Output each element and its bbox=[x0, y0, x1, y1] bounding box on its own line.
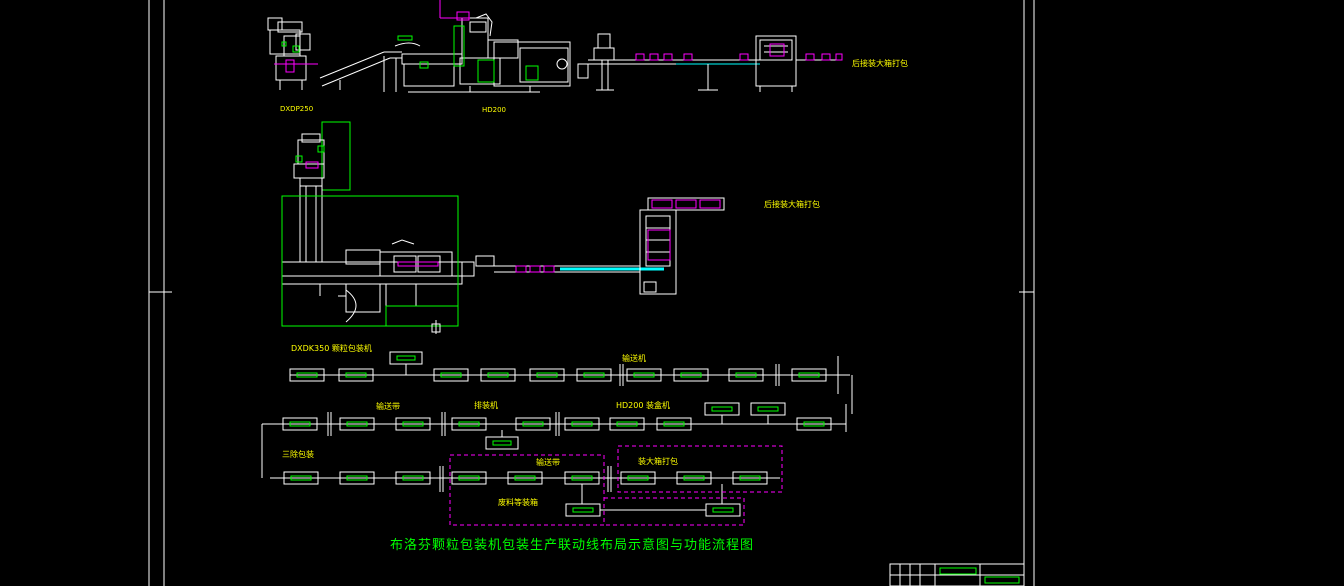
label-flow-conveyor-1: 输送机 bbox=[622, 354, 646, 363]
top-line-filler bbox=[267, 17, 318, 90]
label-flow-boxer: 装大箱打包 bbox=[638, 457, 678, 466]
flow-chart-inner-marks bbox=[289, 355, 825, 513]
label-flow-packer: 三除包装 bbox=[282, 450, 314, 459]
label-flow-sorter: 排装机 bbox=[474, 401, 498, 410]
top-line-cartoner bbox=[401, 0, 571, 93]
mid-line-elevator bbox=[293, 121, 351, 263]
label-top-right-machine: 后接装大箱打包 bbox=[852, 59, 908, 68]
top-line-case-packer bbox=[755, 35, 843, 92]
label-model-top-left: DXDP250 bbox=[280, 105, 314, 113]
flow-chart-dashed-groups bbox=[449, 445, 783, 526]
label-flow-rejector: 废料等装箱 bbox=[498, 498, 538, 507]
flow-chart bbox=[261, 351, 853, 517]
drawing-frame bbox=[148, 0, 1035, 586]
top-line-incline-conveyor bbox=[319, 35, 421, 92]
mid-line-case-packer bbox=[639, 197, 725, 295]
label-model-middle: DXDK350 颗粒包装机 bbox=[291, 344, 372, 353]
label-mid-right-machine: 后接装大箱打包 bbox=[764, 200, 820, 209]
label-model-top-mid: HD200 bbox=[482, 106, 507, 114]
title-block bbox=[889, 563, 1025, 586]
mid-line-main-machine bbox=[281, 195, 664, 334]
label-flow-cartoner: HD200 装盒机 bbox=[616, 401, 670, 410]
label-flow-conveyor-3: 输送带 bbox=[536, 458, 560, 467]
drawing-title: 布洛芬颗粒包装机包装生产联动线布局示意图与功能流程图 bbox=[390, 538, 755, 553]
label-flow-conveyor-2: 输送带 bbox=[376, 402, 400, 411]
top-line-outfeed bbox=[577, 33, 760, 91]
